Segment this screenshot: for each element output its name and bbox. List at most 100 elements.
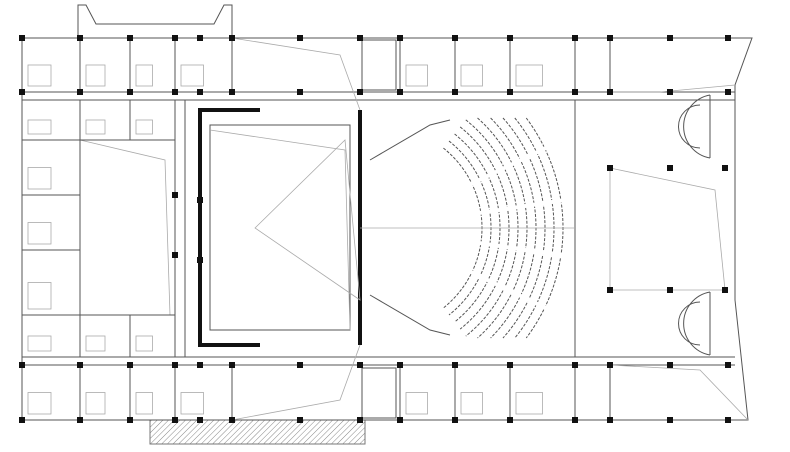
column (667, 89, 673, 95)
bathroom (27, 119, 52, 135)
column (172, 252, 178, 258)
column (77, 89, 83, 95)
column (172, 89, 178, 95)
structural-columns (19, 35, 731, 423)
room (399, 37, 456, 93)
lobby (609, 84, 749, 421)
column (507, 362, 513, 368)
column (667, 417, 673, 423)
column (197, 257, 203, 263)
column (357, 362, 363, 368)
column (357, 89, 363, 95)
column (397, 362, 403, 368)
bathroom (27, 282, 52, 310)
column (229, 417, 235, 423)
seat-aisle (473, 240, 574, 260)
column (507, 35, 513, 41)
seat-row (459, 126, 510, 330)
column (172, 362, 178, 368)
column (572, 89, 578, 95)
column (127, 89, 133, 95)
column (452, 35, 458, 41)
stair-south (678, 291, 711, 356)
column (397, 417, 403, 423)
column (127, 362, 133, 368)
column (607, 165, 613, 171)
seat-row (454, 133, 501, 323)
bathroom (515, 64, 543, 87)
column (297, 35, 303, 41)
bathroom (405, 392, 428, 415)
courtyard-left (79, 139, 176, 316)
column (507, 417, 513, 423)
column (452, 362, 458, 368)
column (572, 417, 578, 423)
column (452, 89, 458, 95)
column (725, 35, 731, 41)
column (357, 417, 363, 423)
column (19, 362, 25, 368)
column (297, 362, 303, 368)
column (607, 89, 613, 95)
column (172, 417, 178, 423)
bathroom (135, 64, 153, 87)
column (722, 287, 728, 293)
seat-aisle (464, 141, 557, 189)
room (129, 99, 176, 141)
column (667, 35, 673, 41)
stairwell-bottom (361, 367, 397, 419)
seat-aisle (464, 267, 557, 315)
bathroom (27, 335, 52, 352)
stage (198, 37, 362, 421)
bathroom (27, 392, 52, 415)
column (127, 35, 133, 41)
seat-row (502, 117, 546, 339)
column (127, 417, 133, 423)
auditorium-walls (360, 119, 575, 336)
room (174, 364, 233, 421)
column (19, 89, 25, 95)
canopy-top (77, 4, 233, 38)
column (357, 35, 363, 41)
room (129, 314, 176, 358)
column (77, 417, 83, 423)
column (607, 417, 613, 423)
bathroom (460, 64, 483, 87)
column (667, 165, 673, 171)
column (507, 89, 513, 95)
column (229, 35, 235, 41)
column (197, 362, 203, 368)
column (572, 35, 578, 41)
column (722, 165, 728, 171)
column (197, 197, 203, 203)
bathroom (85, 335, 106, 352)
bathroom (180, 392, 204, 415)
bathroom (515, 392, 543, 415)
column (19, 35, 25, 41)
guest-rooms (21, 37, 576, 421)
room (174, 37, 233, 93)
column (197, 417, 203, 423)
column (229, 362, 235, 368)
bathroom (85, 119, 106, 135)
column (77, 362, 83, 368)
bathroom (135, 119, 153, 135)
bathroom (405, 64, 428, 87)
bathroom (460, 392, 483, 415)
bathroom (85, 392, 106, 415)
bathroom (27, 64, 52, 87)
column (172, 35, 178, 41)
bathroom (135, 335, 153, 352)
column (197, 35, 203, 41)
column (229, 89, 235, 95)
seat-aisle (473, 196, 574, 216)
stair-north (678, 94, 711, 159)
stairwell-top (361, 39, 397, 91)
column (297, 417, 303, 423)
column (725, 362, 731, 368)
bathroom (27, 222, 52, 245)
room (399, 364, 456, 421)
column (607, 35, 613, 41)
column (725, 417, 731, 423)
bathroom (135, 392, 153, 415)
